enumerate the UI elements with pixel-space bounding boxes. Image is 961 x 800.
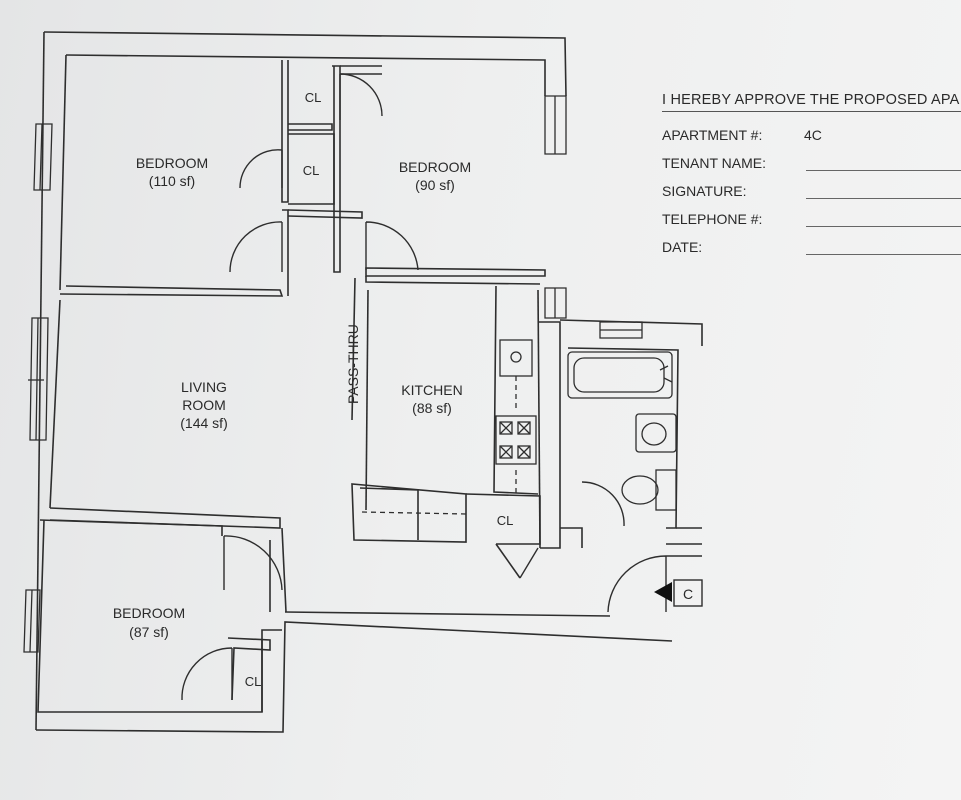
date-row: DATE: [662,239,702,255]
signature-row: SIGNATURE: [662,183,747,199]
room-area: (87 sf) [129,624,169,640]
bedroom-3: BEDROOM (87 sf) [113,605,185,640]
unit-marker: C [654,579,703,607]
apartment-row: APARTMENT #: [662,127,762,143]
pass-thru-label: PASS-THRU [345,324,361,404]
room-name: BEDROOM [136,155,208,171]
room-area: (144 sf) [180,415,227,431]
room-area: (88 sf) [412,400,452,416]
form-title: I HEREBY APPROVE THE PROPOSED APA [662,92,961,112]
bedroom-1: BEDROOM (110 sf) [136,155,208,189]
unit-marker-label: C [683,586,693,602]
room-name: BEDROOM [399,159,471,175]
room-name: BEDROOM [113,605,185,621]
closet-label: CL [497,513,514,528]
room-name: LIVING [181,379,227,395]
signature-field[interactable] [806,198,961,199]
room-area: (90 sf) [415,177,455,193]
room-name: KITCHEN [401,382,462,398]
kitchen: KITCHEN (88 sf) [401,382,462,416]
apartment-value: 4C [804,127,822,143]
date-field[interactable] [806,254,961,255]
interior-walls [39,60,703,712]
kitchen-fixtures [361,339,537,515]
telephone-field[interactable] [806,226,961,227]
living-room: LIVING ROOM (144 sf) [180,379,227,431]
tenant-row: TENANT NAME: [662,155,766,171]
signature-label: SIGNATURE: [662,183,747,199]
apartment-label: APARTMENT #: [662,127,763,143]
bath-fixtures [567,351,677,511]
telephone-label: TELEPHONE #: [662,211,763,227]
telephone-row: TELEPHONE #: [662,211,762,227]
window-right [544,95,643,339]
tenant-label: TENANT NAME: [662,155,766,171]
closet-label: CL [303,163,320,178]
room-area: (110 sf) [149,173,195,189]
bedroom-2: BEDROOM (90 sf) [399,159,471,193]
arrow-left-icon [654,582,672,602]
tenant-name-field[interactable] [806,170,961,171]
approval-form: I HEREBY APPROVE THE PROPOSED APA APARTM… [662,92,961,255]
door-swings [181,73,667,701]
window-left [23,123,53,653]
room-name-2: ROOM [182,397,226,413]
closet-label: CL [305,90,322,105]
closet-label: CL [245,674,262,689]
date-label: DATE: [662,239,703,255]
